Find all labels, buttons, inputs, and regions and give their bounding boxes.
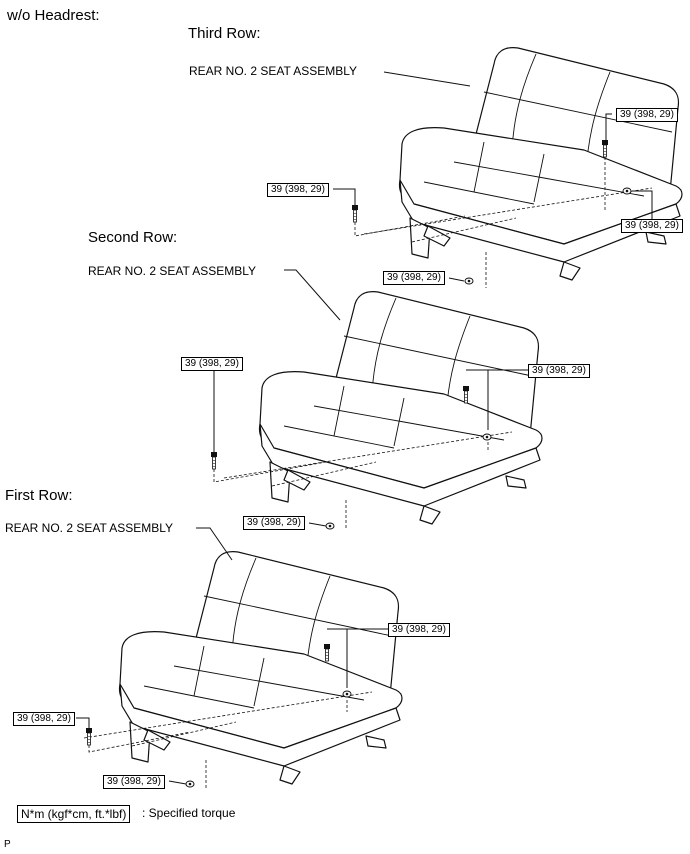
first-row-seat-drawing [76,527,403,790]
legend-unit-box: N*m (kgf*cm, ft.*lbf) [17,805,131,823]
variant-heading: w/o Headrest: [7,7,100,24]
second-row-seat-drawing [210,269,543,530]
third-row-torque-front-nut: 39 (398, 29) [383,271,445,285]
third-row-torque-right-bolt: 39 (398, 29) [616,108,678,122]
legend-description: : Specified torque [142,806,236,820]
second-row-torque-right-bolts: 39 (398, 29) [528,364,590,378]
first-row-assembly-label: REAR NO. 2 SEAT ASSEMBLY [5,521,174,535]
first-row-torque-right-bolts: 39 (398, 29) [388,623,450,637]
third-row-assembly-label: REAR NO. 2 SEAT ASSEMBLY [189,64,358,78]
third-row-torque-right-nut: 39 (398, 29) [621,219,683,233]
first-row-title: First Row: [5,487,73,504]
second-row-title: Second Row: [88,229,178,246]
third-row-title: Third Row: [188,25,261,42]
first-row-torque-front-nut: 39 (398, 29) [103,775,165,789]
second-row-torque-left-bolt: 39 (398, 29) [181,357,243,371]
third-row-seat-drawing [333,47,683,288]
second-row-torque-front-nut: 39 (398, 29) [243,516,305,530]
third-row-torque-left-bolt: 39 (398, 29) [267,183,329,197]
footer-code: P [4,839,11,850]
second-row-assembly-label: REAR NO. 2 SEAT ASSEMBLY [88,264,257,278]
first-row-torque-left-bolt: 39 (398, 29) [13,712,75,726]
